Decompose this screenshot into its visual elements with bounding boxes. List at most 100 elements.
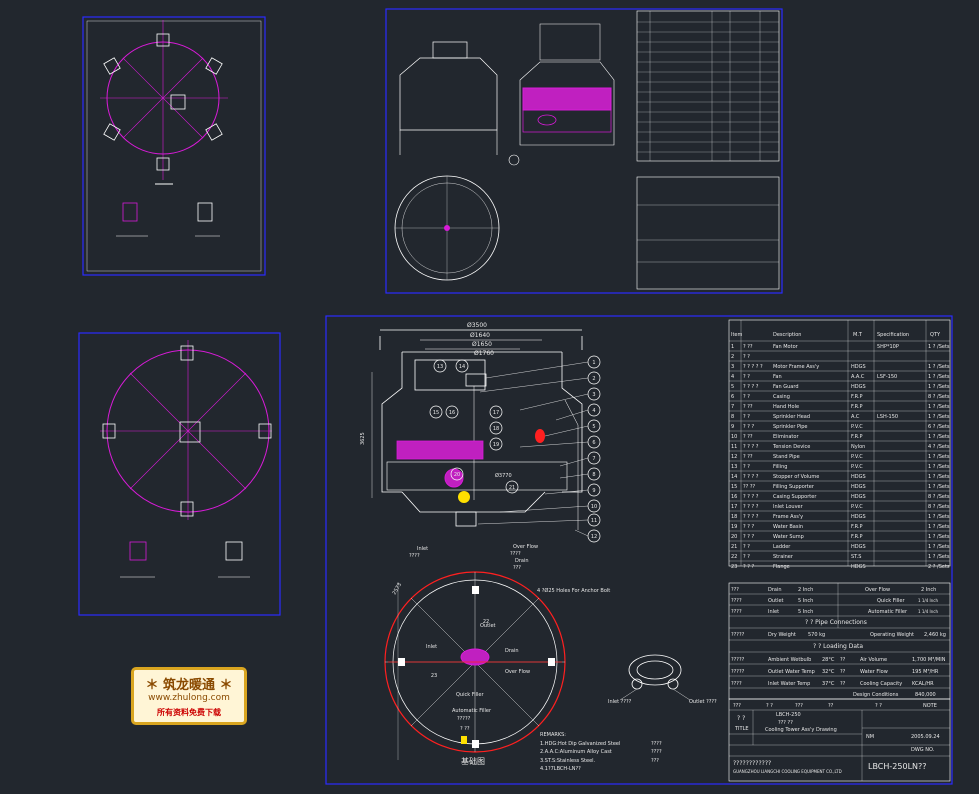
parts-cell: Fan bbox=[773, 374, 782, 380]
zhulong-logo[interactable]: ＊ 筑龙暖通 ＊ www.zhulong.com 所有资料免费下载 bbox=[131, 667, 247, 725]
parts-cell: ? ? ? bbox=[743, 564, 754, 570]
dim-side: Ø3770 bbox=[495, 472, 512, 479]
tb-dwg-label: DWG NO. bbox=[911, 747, 935, 753]
logo-url: www.zhulong.com bbox=[148, 693, 230, 703]
plan-caption: 基础图 bbox=[461, 756, 485, 766]
parts-cell: 1 ? /Sets bbox=[928, 384, 950, 390]
logo-slogan: 所有资料免费下载 bbox=[157, 708, 221, 717]
parts-cell: 1 ? /Sets bbox=[928, 344, 950, 350]
design-cell: 32°C bbox=[822, 669, 835, 675]
remarks-title: REMARKS: bbox=[540, 732, 566, 738]
parts-cell: 10 bbox=[731, 434, 737, 440]
parts-cell: ? ? bbox=[743, 464, 750, 470]
tb-title-en: Cooling Tower Ass'y Drawing bbox=[765, 727, 837, 733]
title-block-text: ??? ? ? ??? ?? ? ? NOTE ? ? TITLE LBCH-2… bbox=[733, 703, 940, 774]
dim-d1: Ø1640 bbox=[470, 332, 490, 339]
parts-cell: ? ? bbox=[743, 374, 750, 380]
pipe-row2-b: 5 Inch bbox=[798, 598, 813, 604]
callout-number: 12 bbox=[591, 534, 597, 540]
tb-drawing-number: LBCH-250LN?? bbox=[868, 762, 927, 771]
sheet-foundation-plan-2 bbox=[78, 332, 281, 616]
pipe-connections-title: ? ? Pipe Connections bbox=[805, 619, 867, 626]
parts-cell: 20 bbox=[731, 534, 737, 540]
anchor-note: 4 ?Ø25 Holes For Anchor Bolt bbox=[537, 587, 610, 594]
logo-title: ＊ 筑龙暖通 ＊ bbox=[145, 678, 233, 693]
ring-inlet-label: Inlet ???? bbox=[608, 699, 632, 705]
loading-data-title: ? ? Loading Data bbox=[813, 643, 863, 650]
parts-cell: 16 bbox=[731, 494, 737, 500]
parts-cell: ? ? bbox=[743, 554, 750, 560]
parts-cell: 4 bbox=[731, 374, 734, 380]
design-cell: 1,700 M³/MIN bbox=[912, 657, 946, 663]
parts-cell: HDGS bbox=[851, 484, 866, 490]
pipe-row3-c: Automatic Filler bbox=[868, 609, 908, 615]
parts-table-gridlines bbox=[729, 340, 950, 562]
tb-col-1: ??? bbox=[733, 703, 741, 709]
design-cell: Cooling Capacity bbox=[860, 681, 902, 687]
design-cell: ???? bbox=[731, 681, 742, 687]
parts-cell: 1 ? /Sets bbox=[928, 454, 950, 460]
parts-cell: 9 bbox=[731, 424, 734, 430]
tb-date: 2005.09.24 bbox=[911, 734, 940, 740]
plan-labels: Outlet Inlet Drain Over Flow Quick Fille… bbox=[392, 582, 611, 766]
parts-cell: LSF-150 bbox=[877, 374, 897, 380]
parts-cell: 7 bbox=[731, 404, 734, 410]
callout-number: 3 bbox=[592, 392, 595, 398]
parts-cell: 1 ? /Sets bbox=[928, 374, 950, 380]
tb-company-cn: ???????????? bbox=[733, 760, 771, 767]
design-cell: KCAL/HR bbox=[912, 681, 934, 687]
callout-number: 16 bbox=[449, 410, 455, 416]
parts-cell: ? ? ? bbox=[743, 524, 754, 530]
callout-leaders bbox=[477, 361, 589, 537]
pipe-row3-b: 5 Inch bbox=[798, 609, 813, 615]
callout-number: 9 bbox=[592, 488, 595, 494]
parts-cell: Filling bbox=[773, 464, 787, 470]
sheet-assembly-small bbox=[385, 8, 783, 294]
tb-title-label: TITLE bbox=[734, 726, 749, 732]
pipe-row2-c: Quick Filler bbox=[877, 598, 905, 604]
parts-cell: 5HP*10P bbox=[877, 344, 899, 350]
remarks-line-4: 4.1?7LBCH-LN?? bbox=[540, 766, 581, 772]
design-cell: Water Flow bbox=[860, 669, 888, 675]
callout-number: 17 bbox=[493, 410, 499, 416]
parts-cell: 1 ? /Sets bbox=[928, 484, 950, 490]
parts-cell: ? ? ? ? bbox=[743, 444, 759, 450]
parts-cell: ? ?? bbox=[743, 404, 753, 410]
parts-cell: 14 bbox=[731, 474, 737, 480]
parts-cell: Stand Pipe bbox=[773, 454, 800, 460]
callout-number: 6 bbox=[592, 440, 595, 446]
parts-cell: ? ? ? bbox=[743, 534, 754, 540]
parts-cell: Nylon bbox=[851, 444, 865, 450]
parts-cell: 17 bbox=[731, 504, 737, 510]
callout-number: 11 bbox=[591, 518, 597, 524]
design-cell: 37°C bbox=[822, 681, 835, 687]
parts-cell: 6 ? /Sets bbox=[928, 424, 950, 430]
parts-cell: 1 ? /Sets bbox=[928, 544, 950, 550]
parts-cell: Hand Hole bbox=[773, 404, 799, 410]
plan-label-cn-2: ? ?? bbox=[460, 726, 470, 732]
callout-number: 10 bbox=[591, 504, 597, 510]
parts-cell: HDGS bbox=[851, 514, 866, 520]
pipe-row2-a: Outlet bbox=[768, 598, 784, 604]
callout-number: 15 bbox=[433, 410, 439, 416]
parts-cell: HDGS bbox=[851, 364, 866, 370]
design-cell: 195 M³/HR bbox=[912, 669, 939, 675]
pipe-row3-a: Inlet bbox=[768, 609, 779, 615]
parts-cell: ? ? ? bbox=[743, 424, 754, 430]
callout-number: 1 bbox=[592, 360, 595, 366]
parts-cell: Ladder bbox=[773, 544, 791, 550]
parts-cell: HDGS bbox=[851, 544, 866, 550]
remarks-right-3: ??? bbox=[651, 758, 659, 764]
plan-label-inlet: Inlet bbox=[426, 644, 437, 650]
tb-title-cn: ? ? bbox=[737, 715, 745, 722]
callout-number: 21 bbox=[509, 485, 515, 491]
pipe-row1-c: Over Flow bbox=[865, 587, 890, 593]
operating-weight-value: 2,460 kg bbox=[924, 632, 946, 638]
parts-cell: ? ?? bbox=[743, 344, 753, 350]
parts-cell: Water Basin bbox=[773, 524, 803, 530]
callout-number: 22 bbox=[483, 619, 489, 625]
parts-cell: P.V.C bbox=[851, 454, 863, 460]
plan-label-outlet: Outlet bbox=[480, 623, 496, 629]
parts-header-desc: Description bbox=[773, 332, 801, 338]
parts-cell: Stopper of Volume bbox=[773, 474, 819, 480]
